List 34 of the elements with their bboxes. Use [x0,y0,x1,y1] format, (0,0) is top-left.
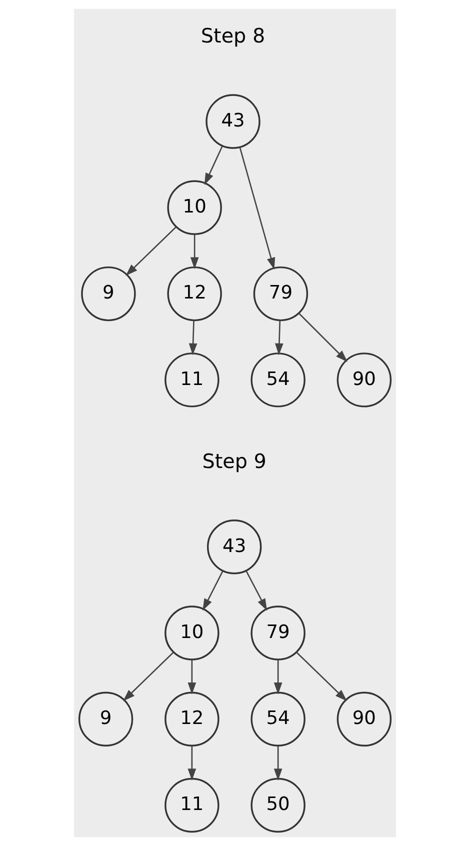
arrow [238,146,275,270]
node-circle: 43 [205,94,260,149]
arrow [125,226,176,276]
arrow [190,234,198,270]
node-circle: 79 [252,266,308,322]
node-circle: 10 [166,180,222,236]
node-circle: 11 [164,778,219,833]
node-circle: 90 [336,692,392,747]
arrow [245,570,267,611]
node-circle: 12 [164,692,219,747]
arrow [187,746,196,781]
node-circle: 10 [164,606,219,660]
arrow [202,570,223,611]
node-circle: 54 [250,352,305,408]
arrow [204,146,222,186]
arrow [274,320,283,356]
node-circle: 79 [250,606,305,660]
node-circle: 50 [250,778,305,833]
arrow [298,312,348,362]
node-circle: 11 [164,352,219,408]
node-circle: 90 [336,352,392,408]
arrow [296,652,346,702]
node-circle: 9 [78,692,133,747]
node-circle: 12 [166,266,222,322]
arrow [273,746,282,781]
label: Step 9 [202,450,266,474]
arrow [187,660,196,694]
arrow [122,652,174,702]
arrow [273,660,282,694]
node-circle: 9 [80,266,136,322]
node-circle: 54 [250,692,305,747]
arrow [188,320,197,356]
label: Step 8 [200,24,265,48]
node-circle: 43 [206,520,262,574]
